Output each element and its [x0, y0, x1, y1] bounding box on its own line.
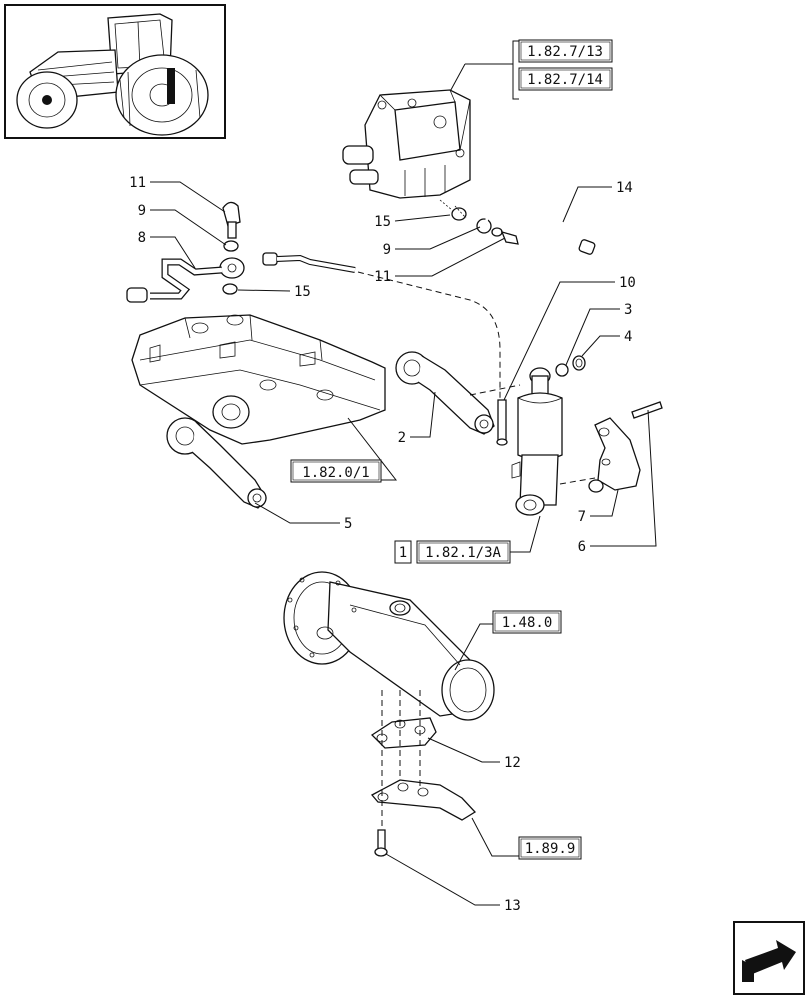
ref-text-1-48-0: 1.48.0	[502, 615, 553, 631]
washer-9b-part	[491, 227, 503, 237]
ref-box-1-89-9[interactable]: 1.89.9	[518, 836, 582, 860]
pipe-14-part	[485, 193, 586, 247]
callout-8: 8	[138, 230, 146, 246]
callout-7: 7	[578, 509, 586, 525]
callout-2: 2	[398, 430, 406, 446]
lift-arm-5-part	[166, 417, 267, 509]
control-valve-part	[342, 89, 471, 199]
ref-text-1-82-7-14: 1.82.7/14	[527, 72, 603, 88]
banjo-fitting-part	[219, 257, 245, 279]
callout-12: 12	[504, 755, 521, 771]
lift-arm-2-part	[395, 351, 495, 435]
ref-box-1-48-0[interactable]: 1.48.0	[492, 610, 562, 634]
washer-9-part	[223, 240, 239, 252]
callout-4: 4	[624, 329, 632, 345]
tractor-thumbnail-icon[interactable]	[4, 4, 226, 139]
ref-text-1-82-0-1: 1.82.0/1	[302, 465, 369, 481]
callout-13: 13	[504, 898, 521, 914]
fitting-body-part	[476, 218, 492, 234]
snap-ring-4-part	[572, 355, 586, 371]
leader-lines	[150, 181, 657, 906]
callout-6: 6	[578, 539, 586, 555]
callout-15-valve: 15	[374, 214, 391, 230]
callout-15: 15	[294, 284, 311, 300]
ref-text-1-82-1-3a: 1.82.1/3A	[425, 545, 501, 561]
ref-box-1-82-1-3a[interactable]: 1.82.1/3A	[416, 540, 511, 564]
banjo-bolt-11-part	[222, 201, 241, 227]
ref-box-1-82-7-14[interactable]: 1.82.7/14	[518, 67, 613, 91]
callout-11-valve: 11	[374, 269, 391, 285]
pin-10-part	[497, 399, 507, 441]
next-page-arrow-icon[interactable]	[733, 921, 805, 995]
o-ring-15b-part	[451, 207, 467, 221]
hydraulic-cylinder-part	[511, 367, 563, 516]
lift-housing-part	[131, 314, 386, 445]
connection-dashed-line	[357, 271, 501, 400]
washer-3-part	[555, 363, 569, 377]
ref-bracket	[512, 40, 519, 100]
callout-3: 3	[624, 302, 632, 318]
callout-9-valve: 9	[383, 242, 391, 258]
callout-9: 9	[138, 203, 146, 219]
callout-10: 10	[619, 275, 636, 291]
callout-5: 5	[344, 516, 352, 532]
ref-box-1-82-7-13[interactable]: 1.82.7/13	[518, 39, 613, 63]
o-ring-15-part	[222, 283, 238, 295]
pin-6-part	[631, 401, 663, 419]
bracket-7-part	[588, 417, 641, 493]
ref-text-1-89-9: 1.89.9	[525, 841, 576, 857]
ref-text-1: 1	[399, 545, 407, 561]
ref-box-1-82-0-1[interactable]: 1.82.0/1	[290, 459, 382, 483]
callout-11: 11	[129, 175, 146, 191]
ref-text-1-82-7-13: 1.82.7/13	[527, 44, 603, 60]
bolt-13-part	[377, 829, 386, 851]
axle-housing-part	[283, 571, 495, 721]
support-bracket-part	[370, 779, 477, 821]
ref-box-1[interactable]: 1	[394, 540, 412, 564]
callout-14: 14	[616, 180, 633, 196]
